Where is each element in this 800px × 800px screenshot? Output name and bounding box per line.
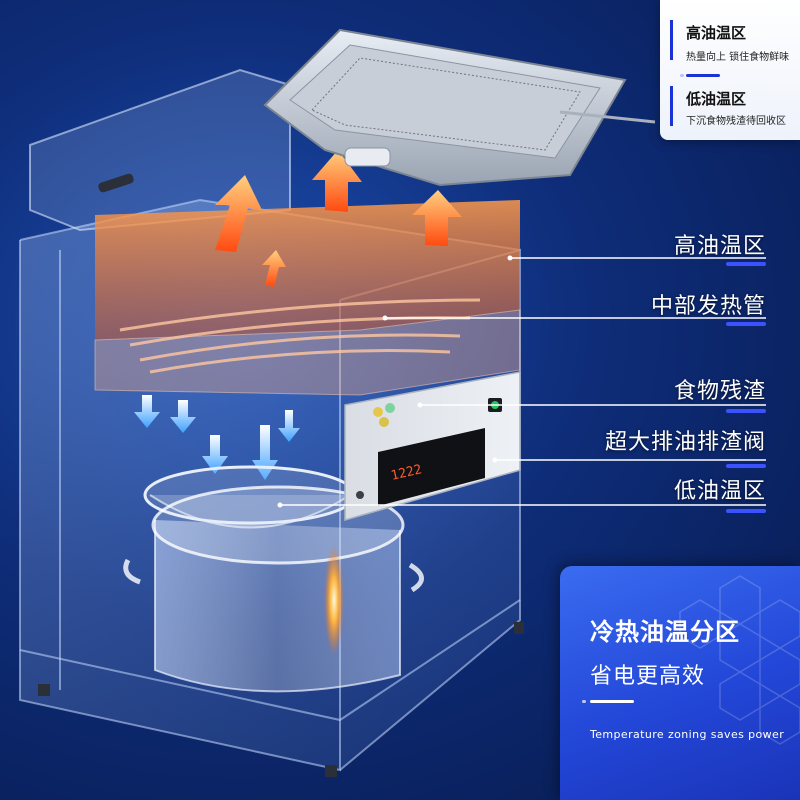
mesh-basket	[311, 57, 581, 151]
feature-separator	[582, 700, 634, 703]
hexagon-pattern	[679, 575, 800, 745]
callout-low-oil-zone: 低油温区	[673, 479, 766, 504]
callout-underline	[726, 509, 766, 513]
panel-display: 1222	[390, 462, 424, 484]
feature-title: 冷热油温分区	[590, 618, 740, 646]
callout-high-oil-zone: 高油温区	[673, 234, 766, 259]
oil-zone-info-card: 高油温区 热量向上 锁住食物鲜味 低油温区 下沉食物残渣待回收区	[660, 0, 800, 140]
card-accent-bar	[670, 86, 673, 126]
feature-subtitle: 省电更高效	[590, 664, 706, 689]
info-low-title: 低油温区	[686, 90, 747, 108]
info-high-title: 高油温区	[686, 24, 747, 42]
feature-card: 冷热油温分区 省电更高效 Temperature zoning saves po…	[560, 566, 800, 800]
control-panel: 1222	[344, 371, 521, 521]
callout-underline	[726, 409, 766, 413]
callout-underline	[726, 262, 766, 266]
hot-oil-stream	[324, 545, 344, 655]
cabinet-feet	[38, 622, 524, 777]
callout-dots	[277, 255, 513, 508]
card-accent-bar	[670, 20, 673, 60]
callout-leaders	[280, 257, 766, 506]
callout-drain-valve: 超大排油排渣阀	[604, 430, 766, 455]
info-high-desc: 热量向上 锁住食物鲜味	[686, 52, 790, 63]
callout-food-residue: 食物残渣	[673, 379, 766, 404]
callout-underline	[726, 322, 766, 326]
info-low-desc: 下沉食物残渣待回收区	[686, 116, 786, 127]
collection-pot	[123, 485, 424, 693]
lid-handle	[98, 173, 134, 193]
hot-oil-zone	[95, 200, 520, 340]
strainer	[143, 465, 357, 529]
info-separator	[680, 74, 720, 77]
callout-heating-tube: 中部发热管	[650, 294, 766, 319]
frying-tray	[263, 28, 656, 187]
callout-underline	[726, 464, 766, 468]
feature-english: Temperature zoning saves power	[590, 728, 785, 741]
